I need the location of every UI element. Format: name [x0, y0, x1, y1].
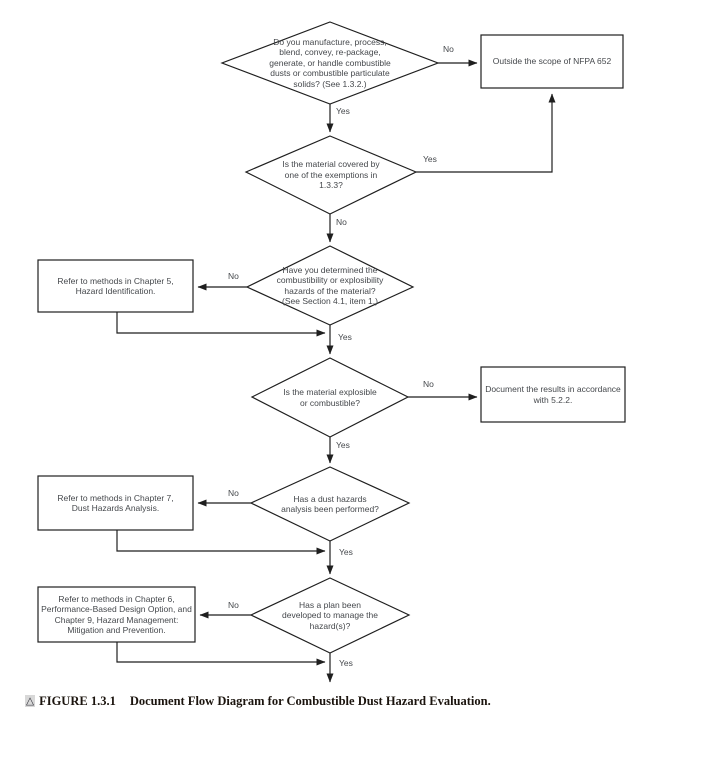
process-document-results-box: [480, 366, 626, 423]
decision-exemptions-diamond: [244, 135, 418, 215]
decision-determined-diamond: [245, 245, 415, 326]
decision-plan-diamond: [249, 577, 411, 654]
figure-title: Document Flow Diagram for Combustible Du…: [129, 694, 491, 708]
decision-explosible-diamond: [250, 357, 410, 438]
edge-ch6-9-return-arrow: [116, 642, 326, 666]
process-refer-ch5-box: [37, 259, 194, 313]
revision-delta-icon: △: [25, 695, 36, 707]
process-refer-ch7-box: [37, 475, 194, 531]
decision-manufacture-diamond: [220, 21, 440, 105]
process-refer-ch6-9-box: [37, 586, 196, 643]
edge-ch5-return-arrow: [116, 312, 326, 337]
edge-exemptions-yes-arrow: [416, 93, 556, 173]
process-outside-scope-box: [480, 34, 624, 89]
figure-caption: △FIGURE 1.3.1 Document Flow Diagram for C…: [25, 694, 491, 709]
decision-dha-diamond: [249, 466, 411, 542]
figure-number: FIGURE 1.3.1: [39, 694, 116, 708]
edge-ch7-return-arrow: [116, 530, 326, 555]
